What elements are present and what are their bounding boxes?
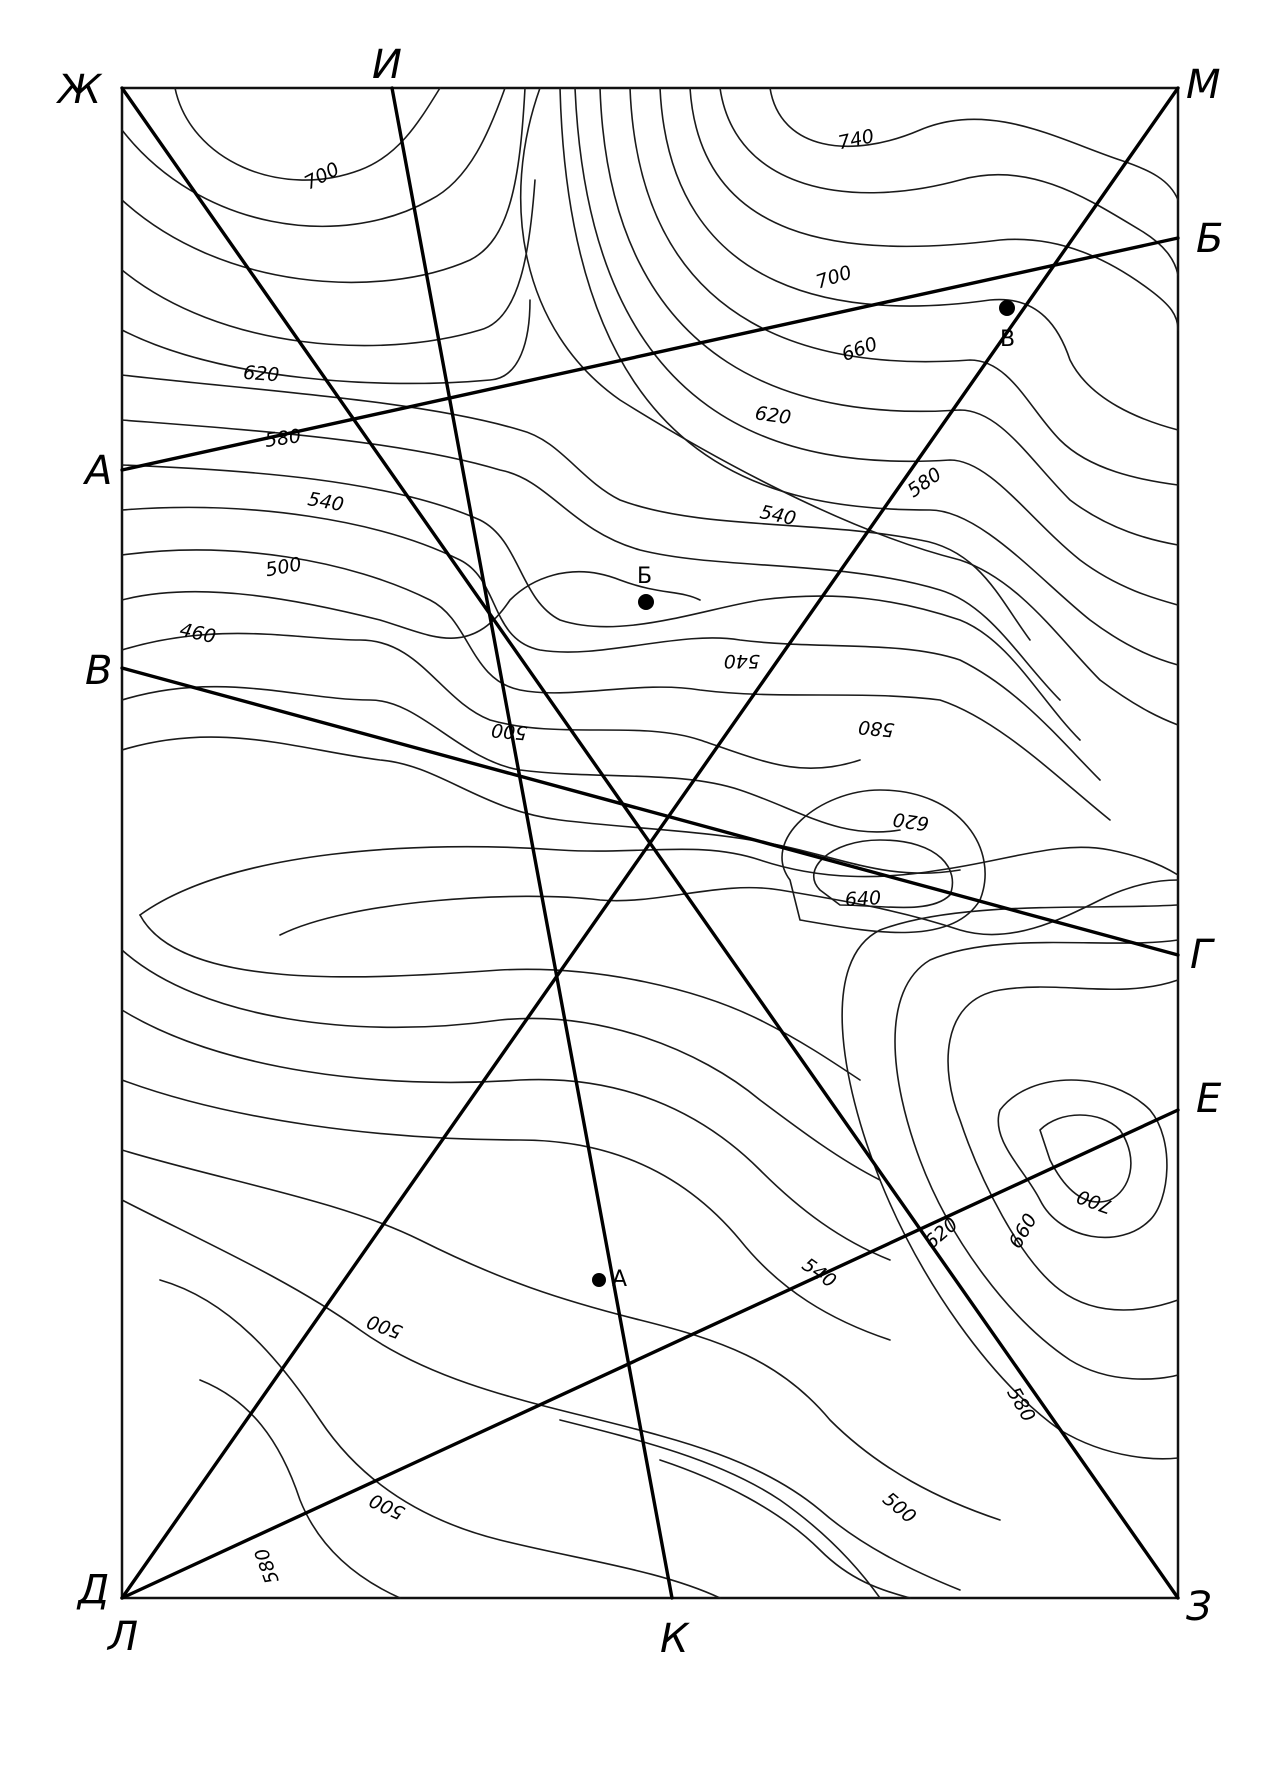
elevation-label: 500 xyxy=(264,553,304,581)
elevation-label: 700 xyxy=(1074,1185,1116,1218)
contour-line xyxy=(1039,1114,1132,1203)
elevation-label: 580 xyxy=(251,1545,284,1587)
marked-points: Б В А xyxy=(592,300,1015,1292)
contour-line xyxy=(121,87,526,284)
elevation-label: 540 xyxy=(306,488,346,516)
contour-line xyxy=(199,1379,401,1599)
point-v-marker xyxy=(999,300,1015,316)
elevation-label: 660 xyxy=(839,333,881,366)
contour-line xyxy=(559,87,1179,666)
section-line-i-k xyxy=(390,86,674,1600)
section-line-l-m xyxy=(120,86,1180,1600)
section-endpoint-labels: Ж И М Б А В Г Е Д Л К З xyxy=(55,42,1223,1662)
elevation-label: 580 xyxy=(263,425,302,452)
label-b: Б xyxy=(1196,216,1223,262)
label-zh: Ж xyxy=(55,67,103,113)
elevation-label: 660 xyxy=(1005,1210,1042,1252)
elevation-label: 540 xyxy=(758,501,798,530)
point-a-label: А xyxy=(612,1267,627,1292)
elevation-label: 460 xyxy=(178,619,218,648)
contour-line xyxy=(121,549,1111,821)
contour-line xyxy=(121,1009,891,1261)
elevation-label: 740 xyxy=(836,125,876,154)
section-line-v-g xyxy=(120,666,1180,957)
contour-line xyxy=(121,1079,891,1341)
label-l: Л xyxy=(106,1614,138,1660)
contour-line xyxy=(659,87,1179,431)
point-a-marker xyxy=(592,1273,606,1287)
contour-line xyxy=(121,949,881,1181)
contour-line xyxy=(174,87,441,181)
elevation-label: 620 xyxy=(754,402,793,429)
point-b-label: Б xyxy=(637,564,652,589)
contour-line xyxy=(689,87,1179,331)
contour-line xyxy=(599,87,1179,546)
contour-line xyxy=(121,374,1031,641)
contour-line xyxy=(947,979,1179,1311)
elevation-label: 620 xyxy=(920,1213,962,1253)
contour-line xyxy=(121,1199,961,1591)
contour-line xyxy=(781,789,986,934)
contour-line xyxy=(159,1279,721,1599)
section-line-a-b xyxy=(120,236,1180,472)
label-m: М xyxy=(1186,62,1221,108)
elevation-label: 540 xyxy=(798,1254,840,1293)
contour-line xyxy=(559,1419,881,1599)
section-line-d-e xyxy=(120,1108,1180,1600)
label-e: Е xyxy=(1196,1076,1222,1122)
label-a: А xyxy=(82,448,112,494)
section-lines xyxy=(120,86,1180,1600)
label-z: З xyxy=(1186,1584,1212,1630)
elevation-label: 500 xyxy=(366,1489,408,1524)
contour-line xyxy=(121,1149,1001,1521)
elevation-label: 620 xyxy=(242,362,280,386)
elevation-label: 580 xyxy=(857,716,895,741)
contour-line xyxy=(574,87,1179,606)
map-frame xyxy=(120,86,1180,1600)
contour-line xyxy=(813,839,954,909)
label-i: И xyxy=(372,42,402,88)
contour-line xyxy=(769,87,1179,201)
label-g: Г xyxy=(1190,932,1215,978)
contour-line xyxy=(121,632,861,770)
elevation-label: 500 xyxy=(878,1488,920,1528)
contour-line xyxy=(121,419,1061,701)
contour-line xyxy=(629,87,1179,486)
elevation-label: 540 xyxy=(724,650,760,672)
label-v: В xyxy=(85,648,112,694)
contour-line xyxy=(121,299,531,385)
contour-line xyxy=(121,87,506,228)
contour-line xyxy=(279,879,1179,936)
contour-line xyxy=(519,87,1179,726)
contour-line xyxy=(121,736,961,875)
contour-line xyxy=(121,571,701,639)
elevation-label: 500 xyxy=(490,719,528,744)
contour-line xyxy=(841,904,1179,1460)
point-b-marker xyxy=(638,594,654,610)
contour-line xyxy=(894,939,1179,1380)
contour-line xyxy=(139,845,1179,916)
elevation-label: 640 xyxy=(844,887,881,911)
elevation-label: 700 xyxy=(301,158,343,194)
contour-line xyxy=(121,179,536,347)
contour-line xyxy=(719,87,1179,276)
elevation-label: 700 xyxy=(813,261,854,293)
label-k: К xyxy=(660,1616,690,1662)
contour-line xyxy=(121,685,901,833)
label-d: Д xyxy=(76,1567,109,1613)
contour-line xyxy=(121,464,1081,741)
contour-line xyxy=(121,506,1101,781)
elevation-label: 620 xyxy=(892,808,931,835)
point-v-label: В xyxy=(1000,327,1015,352)
contour-line xyxy=(659,1459,911,1599)
